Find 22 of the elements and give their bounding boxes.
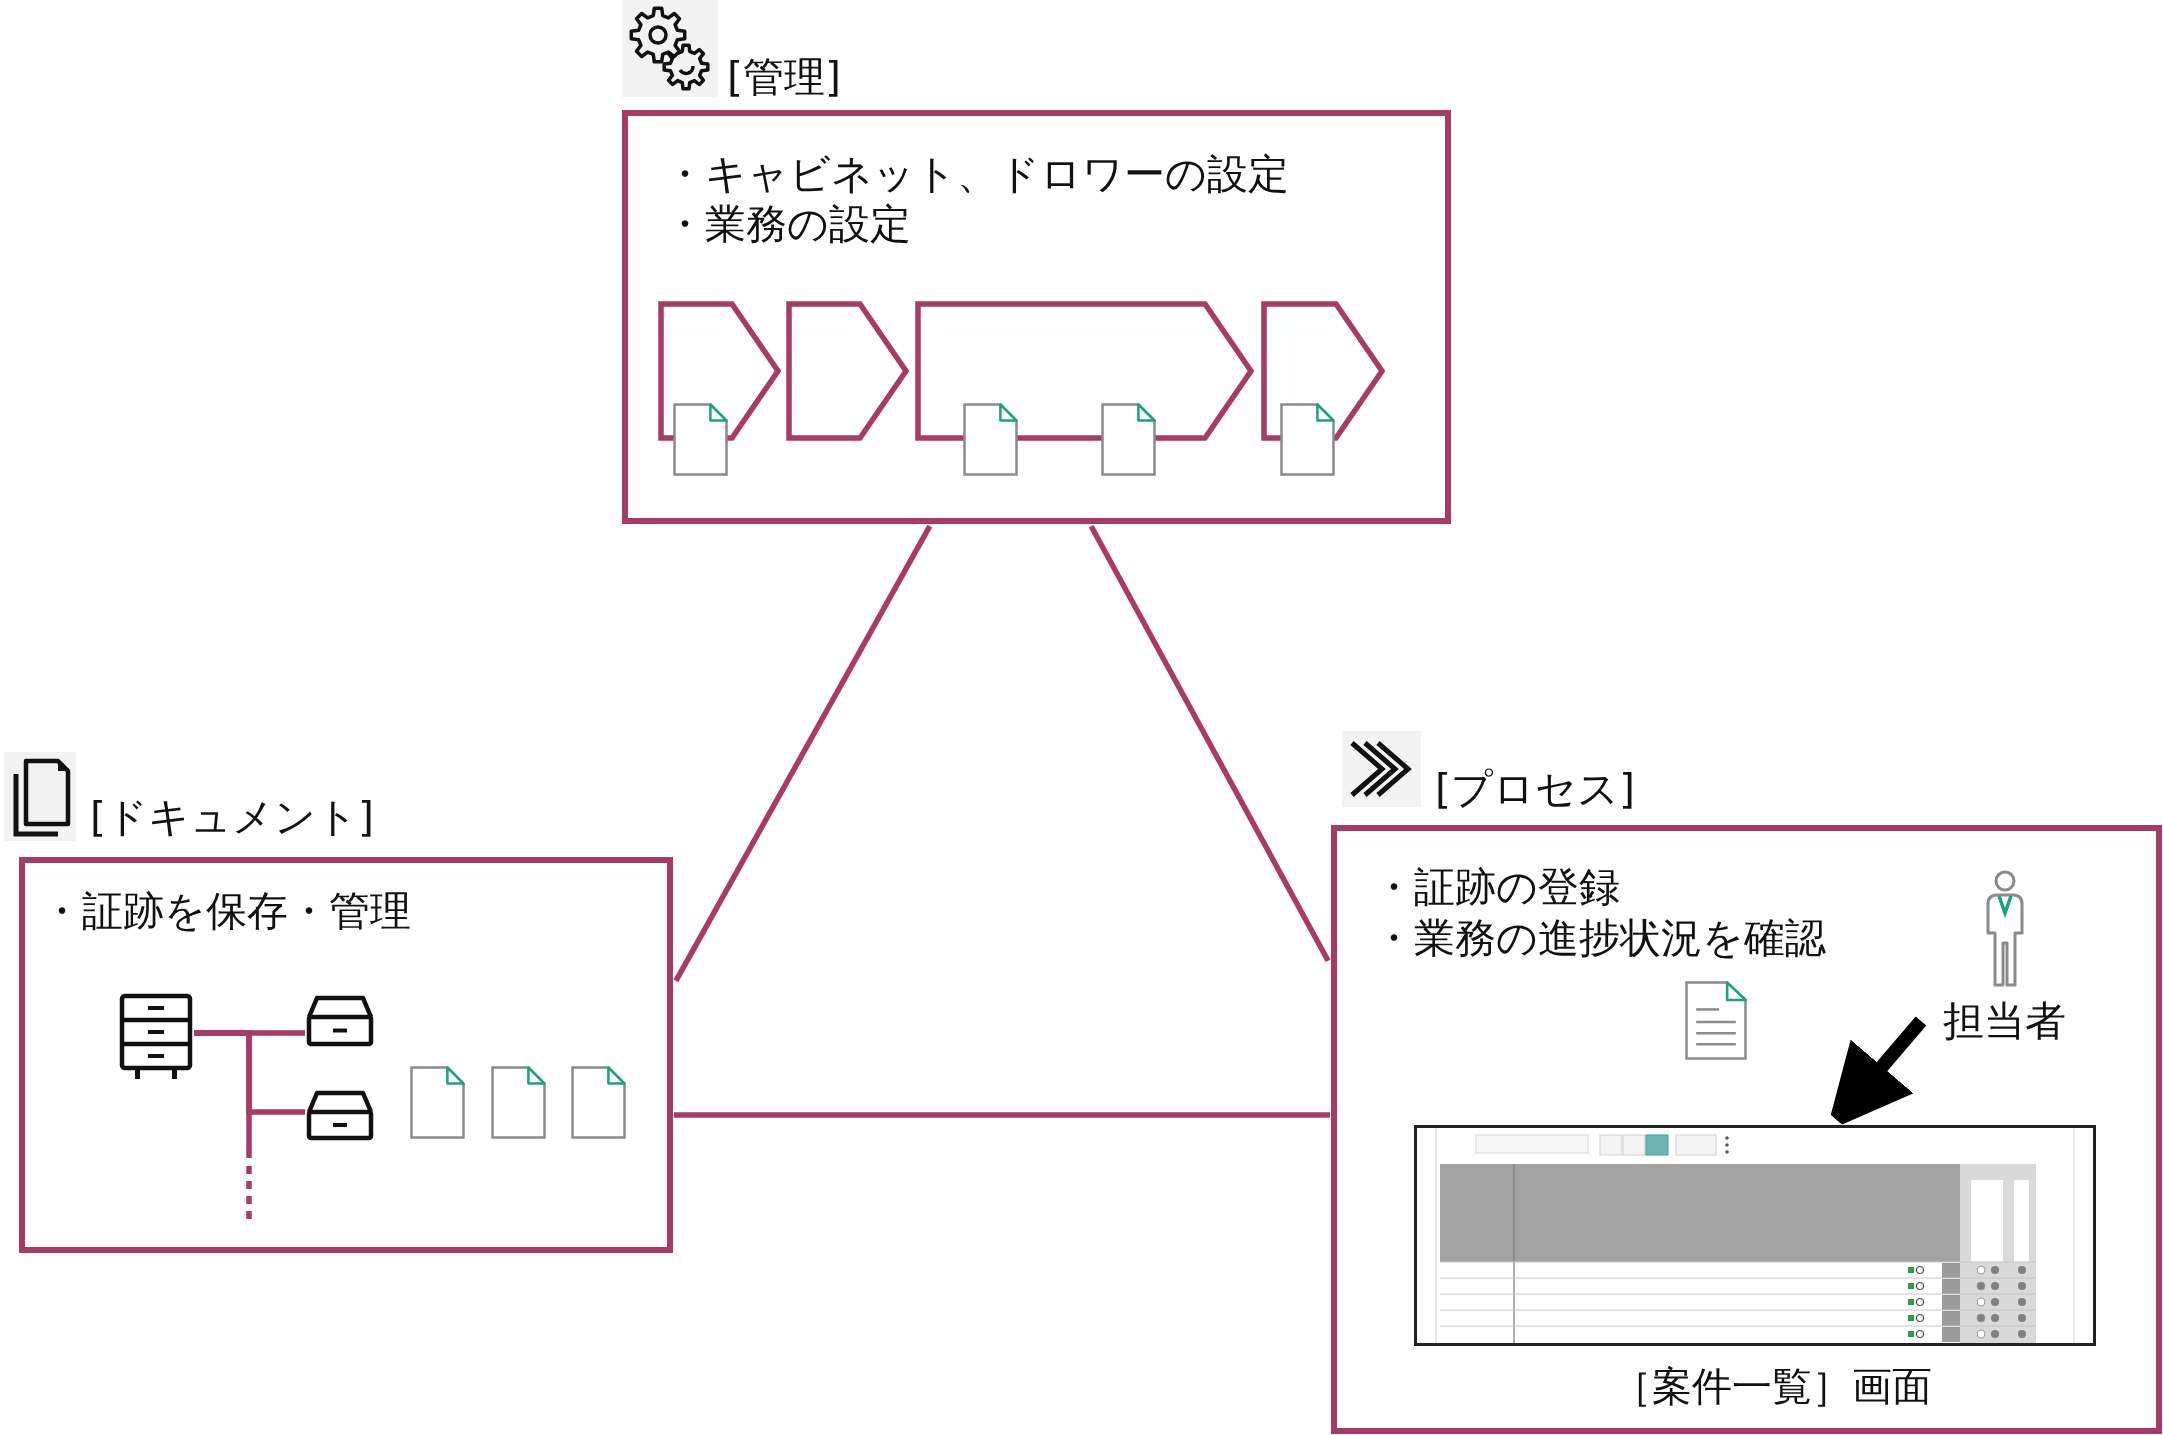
panel-heading: [プロセス] — [1435, 764, 1635, 814]
chevron-shape — [1261, 301, 1386, 441]
connector-line — [674, 1112, 1330, 1118]
connector-line — [1088, 524, 1331, 962]
chevron-shape — [658, 301, 782, 441]
drawer-icon — [306, 995, 374, 1047]
bullet-item: ・証跡を保存・管理 — [41, 886, 411, 936]
picture-caption: ［案件一覧］画面 — [1612, 1362, 1932, 1411]
panel — [622, 0, 1451, 524]
panel-heading: [管理] — [727, 52, 841, 102]
drawer-icon — [306, 1090, 374, 1141]
cabinet-icon — [119, 993, 193, 1081]
role-label: 担当者 — [1927, 996, 2067, 1046]
table-screenshot — [1414, 1125, 2096, 1346]
bullet-item: ・業務の設定 — [664, 199, 911, 249]
panel-heading: [ドキュメント] — [90, 792, 374, 842]
bullet-item: ・証跡の登録 — [1373, 862, 1620, 912]
bullet-item: ・業務の進捗状況を確認 — [1373, 913, 1826, 963]
panel — [1331, 731, 2162, 1434]
chevron-shape — [786, 301, 910, 441]
connector-line — [673, 524, 933, 983]
bullet-item: ・キャビネット、ドロワーの設定 — [664, 149, 1289, 199]
